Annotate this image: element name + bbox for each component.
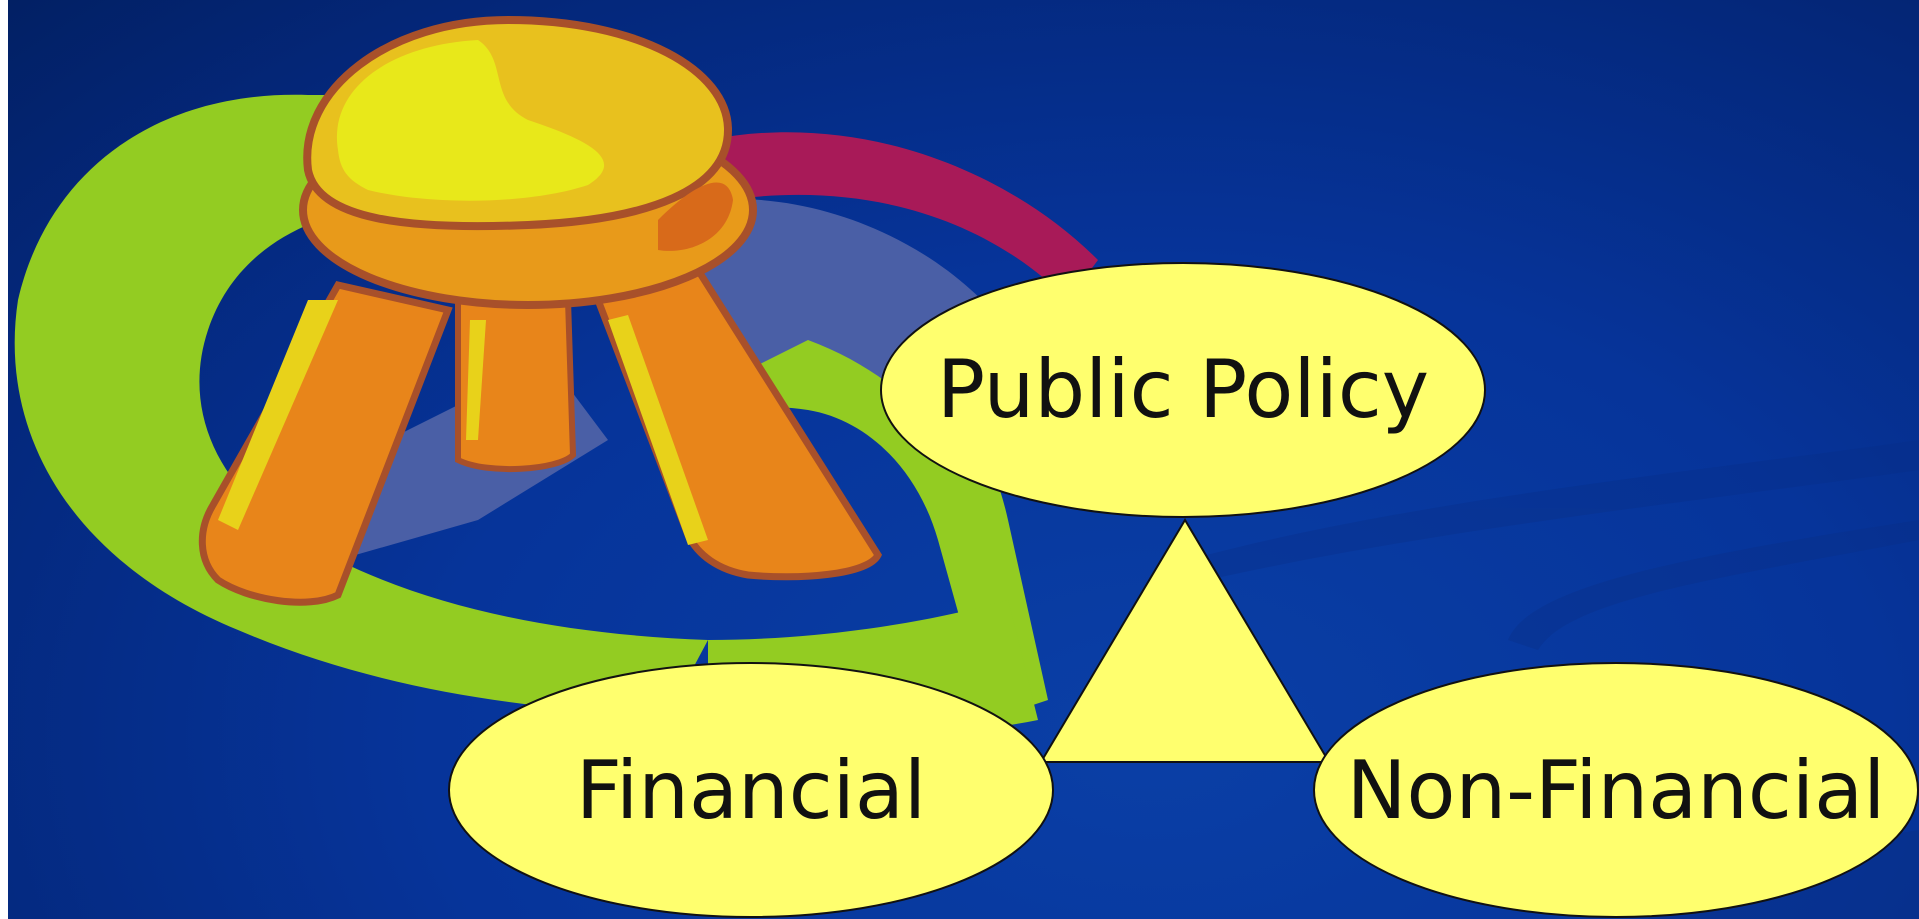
triangle-shape <box>1039 518 1331 763</box>
node-non-financial: Non-Financial <box>1313 662 1919 918</box>
node-public-policy-label: Public Policy <box>937 343 1429 436</box>
stool-leg-right <box>593 265 883 581</box>
stool-seat-shadow <box>658 182 733 251</box>
node-non-financial-ellipse <box>1313 662 1919 918</box>
node-financial-ellipse <box>448 662 1054 918</box>
stool-leg-right-highlight <box>608 315 708 545</box>
node-financial: Financial <box>448 662 1054 918</box>
stool-seat-highlight <box>336 40 605 201</box>
node-public-policy: Public Policy <box>880 262 1486 518</box>
stool-leg-left-highlight <box>218 300 338 530</box>
stool-leg-left <box>198 281 453 606</box>
stool-leg-back-highlight <box>466 320 486 440</box>
green-arc-shape <box>14 94 709 716</box>
slide: Public Policy Financial Non-Financial <box>8 0 1919 919</box>
slide-canvas: Public Policy Financial Non-Financial <box>14 15 1919 919</box>
magenta-arc-shape <box>708 132 1098 300</box>
node-non-financial-label: Non-Financial <box>1347 744 1886 837</box>
node-financial-label: Financial <box>576 744 926 837</box>
stool-leg-back <box>455 297 577 473</box>
node-public-policy-ellipse <box>880 262 1486 518</box>
